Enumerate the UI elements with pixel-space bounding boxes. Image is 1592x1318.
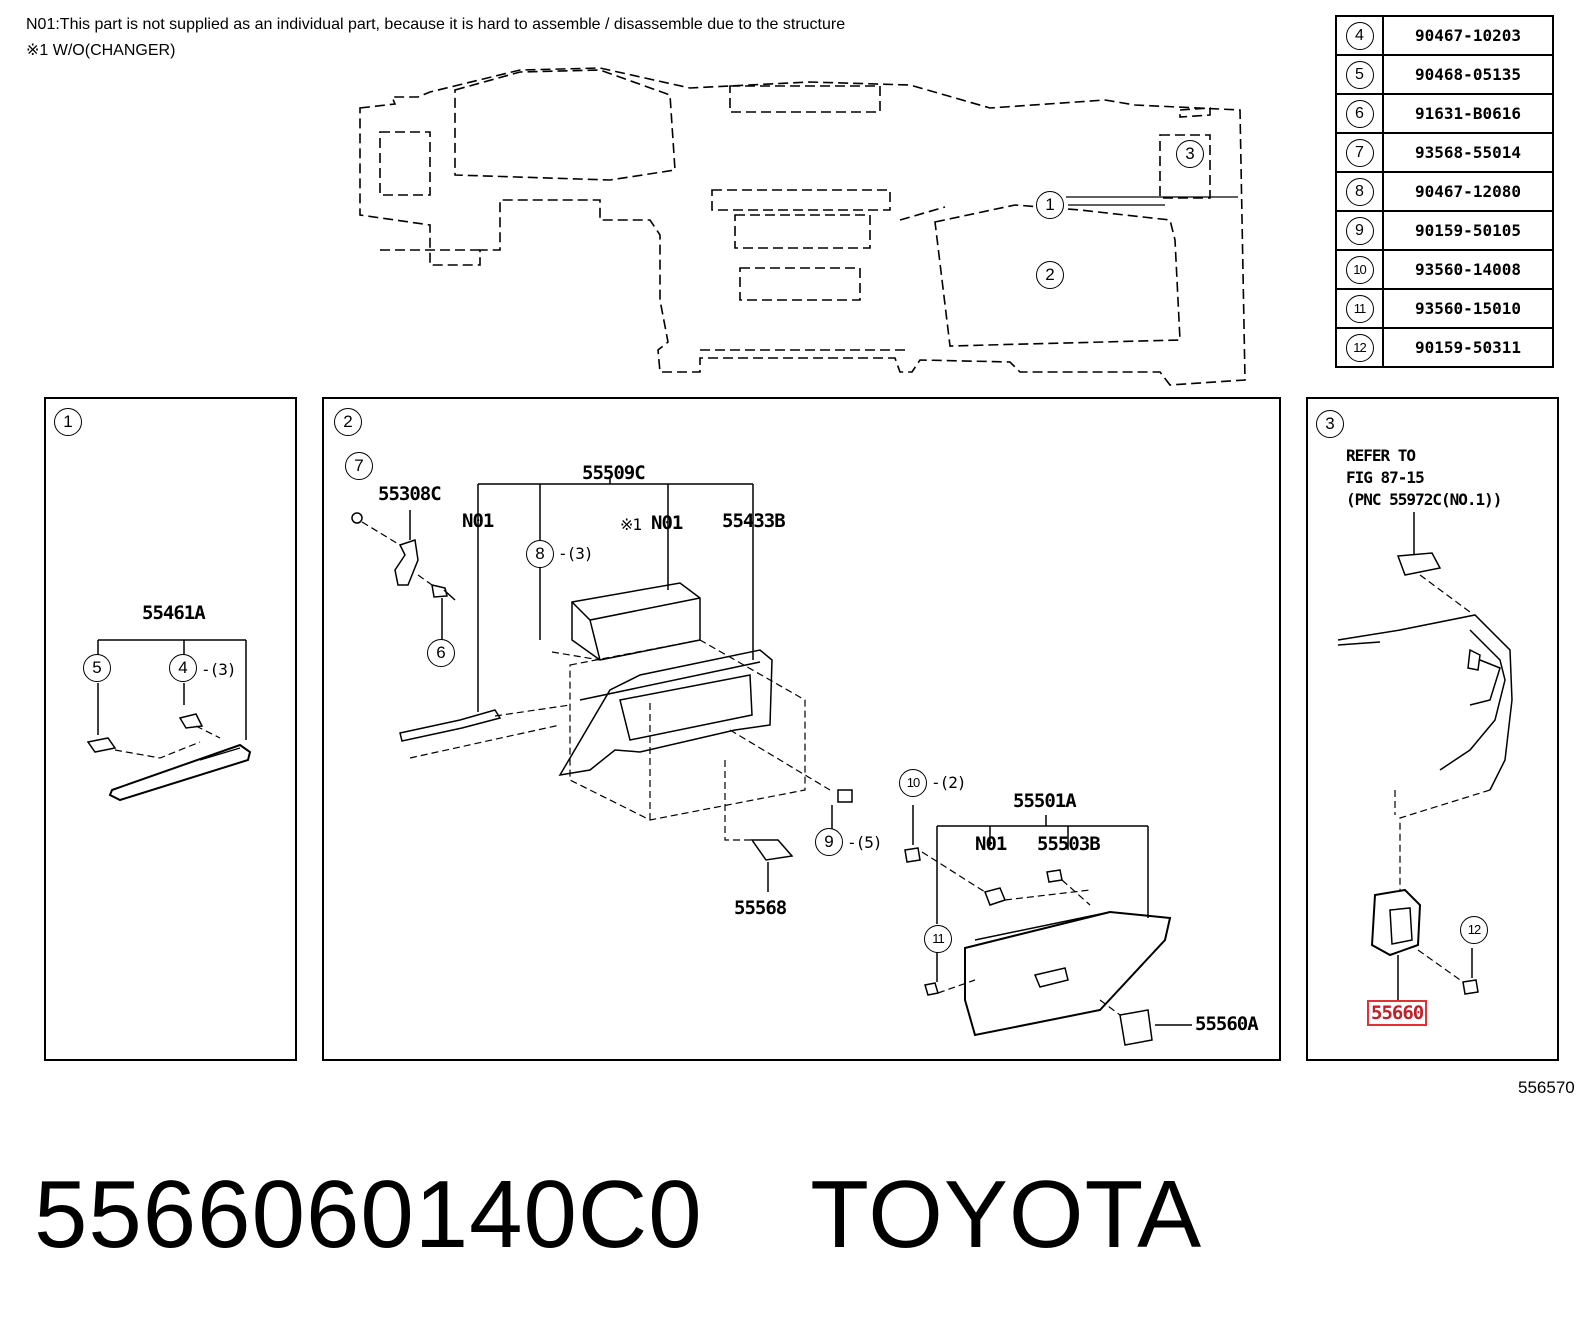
- callout-5: 5: [83, 654, 111, 682]
- label-55308c: 55308C: [378, 483, 442, 505]
- part-number-cell[interactable]: 93568-55014: [1382, 132, 1554, 173]
- refer-line-1: REFER TO: [1346, 446, 1416, 465]
- label-55461a: 55461A: [142, 602, 206, 624]
- part-number-cell[interactable]: 90467-10203: [1382, 15, 1554, 56]
- part-ref-callout: 9: [1345, 216, 1374, 245]
- qty-10: -(2): [931, 773, 967, 792]
- qty-8: -(3): [558, 544, 594, 563]
- part-table-row: 12 90159-50311: [1335, 327, 1554, 368]
- figure-code: 556570: [1518, 1078, 1575, 1097]
- qty-4: -(3): [201, 660, 237, 679]
- label-n01-b: N01: [651, 512, 683, 534]
- callout-1-overview: 1: [1036, 191, 1064, 219]
- callout-12: 12: [1460, 916, 1488, 944]
- callout-4: 4: [169, 654, 197, 682]
- panel-3-number: 3: [1316, 410, 1344, 438]
- callout-6: 6: [427, 639, 455, 667]
- note-wo-changer: ※1 W/O(CHANGER): [26, 42, 176, 59]
- callout-10: 10: [899, 769, 927, 797]
- part-table-row: 4 90467-10203: [1335, 15, 1554, 56]
- refer-line-2: FIG 87-15: [1346, 468, 1425, 487]
- panel-2-number: 2: [334, 408, 362, 436]
- label-55560a: 55560A: [1195, 1013, 1259, 1035]
- detail-panel-1: [44, 397, 297, 1061]
- part-ref-callout: 5: [1345, 60, 1374, 89]
- part-ref-callout: 8: [1345, 177, 1374, 206]
- highlighted-part-55660[interactable]: 55660: [1367, 1000, 1428, 1026]
- part-table-row: 8 90467-12080: [1335, 171, 1554, 212]
- part-number-cell[interactable]: 90467-12080: [1382, 171, 1554, 212]
- label-55509c: 55509C: [582, 462, 646, 484]
- callout-7: 7: [345, 452, 373, 480]
- callout-3-overview: 3: [1176, 140, 1204, 168]
- label-n01-c: N01: [975, 833, 1007, 855]
- panel-1-number: 1: [54, 408, 82, 436]
- part-ref-callout: 6: [1345, 99, 1374, 128]
- detail-panel-3: [1306, 397, 1559, 1061]
- part-number-cell[interactable]: 93560-15010: [1382, 288, 1554, 329]
- part-number-cell[interactable]: 90159-50311: [1382, 327, 1554, 368]
- part-number-cell[interactable]: 90159-50105: [1382, 210, 1554, 251]
- label-mark-1: ※1: [620, 515, 642, 534]
- part-number-title: 5566060140C0: [34, 1161, 703, 1268]
- bottom-title: 5566060140C0 TOYOTA: [34, 1160, 1202, 1270]
- label-55503b: 55503B: [1037, 833, 1101, 855]
- part-ref-callout: 7: [1345, 138, 1374, 167]
- label-n01-a: N01: [462, 510, 494, 532]
- label-55568: 55568: [734, 897, 787, 919]
- part-number-cell[interactable]: 90468-05135: [1382, 54, 1554, 95]
- part-number-cell[interactable]: 91631-B0616: [1382, 93, 1554, 134]
- detail-panel-2: [322, 397, 1281, 1061]
- callout-9: 9: [815, 828, 843, 856]
- refer-line-3: (PNC 55972C(NO.1)): [1346, 490, 1502, 509]
- callout-8: 8: [526, 540, 554, 568]
- note-n01: N01:This part is not supplied as an indi…: [26, 16, 846, 33]
- callout-11: 11: [924, 925, 952, 953]
- part-table-row: 10 93560-14008: [1335, 249, 1554, 290]
- part-ref-callout: 11: [1345, 294, 1374, 323]
- part-number-table: 4 90467-10203 5 90468-05135 6 91631-B0616 7 935…: [1335, 15, 1554, 368]
- brand-title: TOYOTA: [810, 1161, 1203, 1268]
- part-ref-callout: 12: [1345, 333, 1374, 362]
- label-55501a: 55501A: [1013, 790, 1077, 812]
- part-table-row: 9 90159-50105: [1335, 210, 1554, 251]
- callout-2-overview: 2: [1036, 261, 1064, 289]
- part-table-row: 5 90468-05135: [1335, 54, 1554, 95]
- part-ref-callout: 4: [1345, 21, 1374, 50]
- part-table-row: 6 91631-B0616: [1335, 93, 1554, 134]
- part-table-row: 11 93560-15010: [1335, 288, 1554, 329]
- qty-9: -(5): [847, 833, 883, 852]
- part-table-row: 7 93568-55014: [1335, 132, 1554, 173]
- part-ref-callout: 10: [1345, 255, 1374, 284]
- part-number-cell[interactable]: 93560-14008: [1382, 249, 1554, 290]
- label-55433b: 55433B: [722, 510, 786, 532]
